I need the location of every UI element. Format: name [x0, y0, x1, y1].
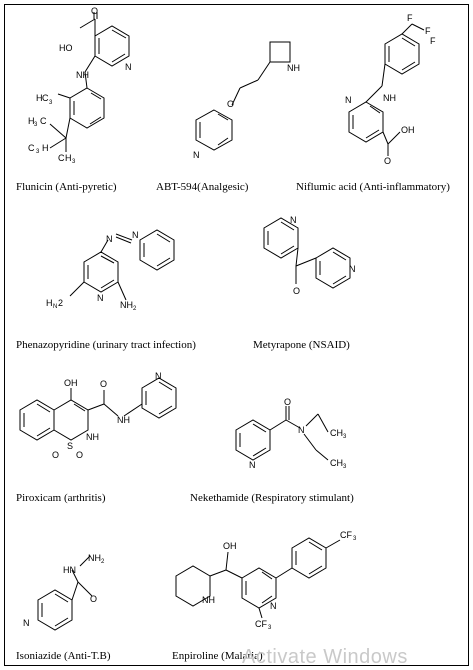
caption-metyrapone: Metyrapone (NSAID) — [253, 339, 350, 351]
atom-label: N — [155, 371, 162, 381]
atom-label: NH — [120, 300, 133, 310]
atom-label: HO — [59, 43, 73, 53]
atom-label: 3 — [72, 159, 76, 165]
atom-label: CH — [330, 458, 343, 468]
atom-label: 2 — [58, 298, 63, 308]
figure-frame — [4, 4, 469, 666]
atom-label: HN — [63, 565, 76, 575]
atom-label: O — [227, 99, 234, 109]
atom-label: NH — [383, 93, 396, 103]
atom-label: NH — [117, 415, 130, 425]
caption-enpiroline: Enpiroline (Malaria) — [172, 650, 263, 662]
caption-abt594: ABT-594(Analgesic) — [156, 181, 249, 193]
atom-label: N — [249, 460, 256, 470]
atom-label: N — [345, 95, 352, 105]
atom-label: O — [100, 379, 107, 389]
atom-label: O — [293, 286, 300, 296]
atom-label: CH — [330, 428, 343, 438]
atom-label: C — [28, 143, 35, 153]
atom-label: C — [42, 93, 49, 103]
atom-label: NH — [86, 432, 99, 442]
caption-piroxicam: Piroxicam (arthritis) — [16, 492, 106, 504]
atom-label: H — [36, 93, 43, 103]
atom-label: NH — [76, 70, 89, 80]
atom-label: N — [53, 304, 57, 310]
atom-label: F — [407, 13, 413, 23]
atom-label: N — [290, 215, 297, 225]
atom-label: 3 — [268, 625, 272, 631]
atom-label: O — [52, 450, 59, 460]
atom-label: 3 — [49, 100, 53, 106]
caption-nekethamide: Nekethamide (Respiratory stimulant) — [190, 492, 354, 504]
activate-windows-watermark: Activate Windows — [242, 646, 408, 668]
caption-flunicin: Flunicin (Anti-pyretic) — [16, 181, 117, 193]
atom-label: NH — [88, 553, 101, 563]
atom-label: F — [430, 36, 436, 46]
atom-label: N — [270, 601, 277, 611]
atom-label: O — [76, 450, 83, 460]
atom-label: N — [23, 618, 30, 628]
atom-label: 3 — [353, 536, 357, 542]
atom-label: OH — [401, 125, 415, 135]
atom-label: N — [193, 150, 200, 160]
atom-label: F — [425, 26, 431, 36]
caption-isoniazide: Isoniazide (Anti-T.B) — [16, 650, 111, 662]
atom-label: N — [132, 230, 139, 240]
atom-label: O — [284, 397, 291, 407]
atom-label: 3 — [343, 434, 347, 440]
atom-label: 3 — [343, 464, 347, 470]
atom-label: O — [384, 156, 391, 166]
atom-label: NH — [287, 63, 300, 73]
atom-label: C — [40, 116, 47, 126]
atom-label: C — [58, 153, 65, 163]
atom-label: H — [46, 298, 53, 308]
atom-label: 3 — [36, 149, 40, 155]
atom-label: 2 — [133, 306, 137, 312]
atom-label: H — [65, 153, 72, 163]
atom-label: O — [91, 6, 98, 16]
atom-label: OH — [223, 541, 237, 551]
atom-label: N — [298, 425, 305, 435]
caption-niflumic-acid: Niflumic acid (Anti-inflammatory) — [296, 181, 450, 193]
atom-label: CF — [340, 530, 352, 540]
atom-label: O — [90, 594, 97, 604]
atom-label: S — [67, 441, 73, 451]
atom-label: NH — [202, 595, 215, 605]
atom-label: 3 — [34, 122, 38, 128]
atom-label: N — [349, 264, 356, 274]
atom-label: OH — [64, 378, 78, 388]
atom-label: H — [42, 143, 49, 153]
atom-label: 2 — [101, 559, 105, 565]
caption-phenazopyridine: Phenazopyridine (urinary tract infection… — [16, 339, 196, 351]
atom-label: N — [106, 234, 113, 244]
atom-label: N — [97, 293, 104, 303]
atom-label: CF — [255, 619, 267, 629]
atom-label: H — [28, 116, 35, 126]
atom-label: N — [125, 62, 132, 72]
